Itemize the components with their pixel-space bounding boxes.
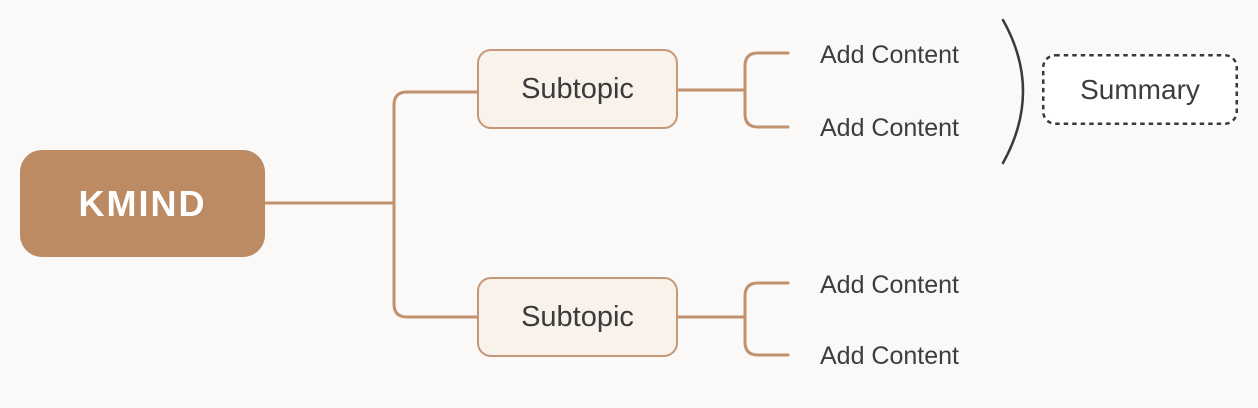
summary-node[interactable]: Summary xyxy=(1042,54,1238,125)
subtopic-label: Subtopic xyxy=(521,72,634,105)
add-content-placeholder[interactable]: Add Content xyxy=(820,41,959,69)
summary-label: Summary xyxy=(1080,73,1200,105)
connector-subtopic-bottom-fork xyxy=(743,281,790,357)
subtopic-node-bottom[interactable]: Subtopic xyxy=(477,277,678,357)
summary-brace-arc xyxy=(1001,18,1025,165)
root-topic-node[interactable]: KMIND xyxy=(20,150,265,257)
connector-subtopic-top-fork xyxy=(743,51,790,129)
add-content-placeholder[interactable]: Add Content xyxy=(820,342,959,370)
add-content-placeholder[interactable]: Add Content xyxy=(820,114,959,142)
root-topic-label: KMIND xyxy=(78,182,207,224)
connector-root-to-subtopics xyxy=(392,90,479,319)
subtopic-node-top[interactable]: Subtopic xyxy=(477,49,678,129)
subtopic-label: Subtopic xyxy=(521,300,634,333)
add-content-placeholder[interactable]: Add Content xyxy=(820,271,959,299)
